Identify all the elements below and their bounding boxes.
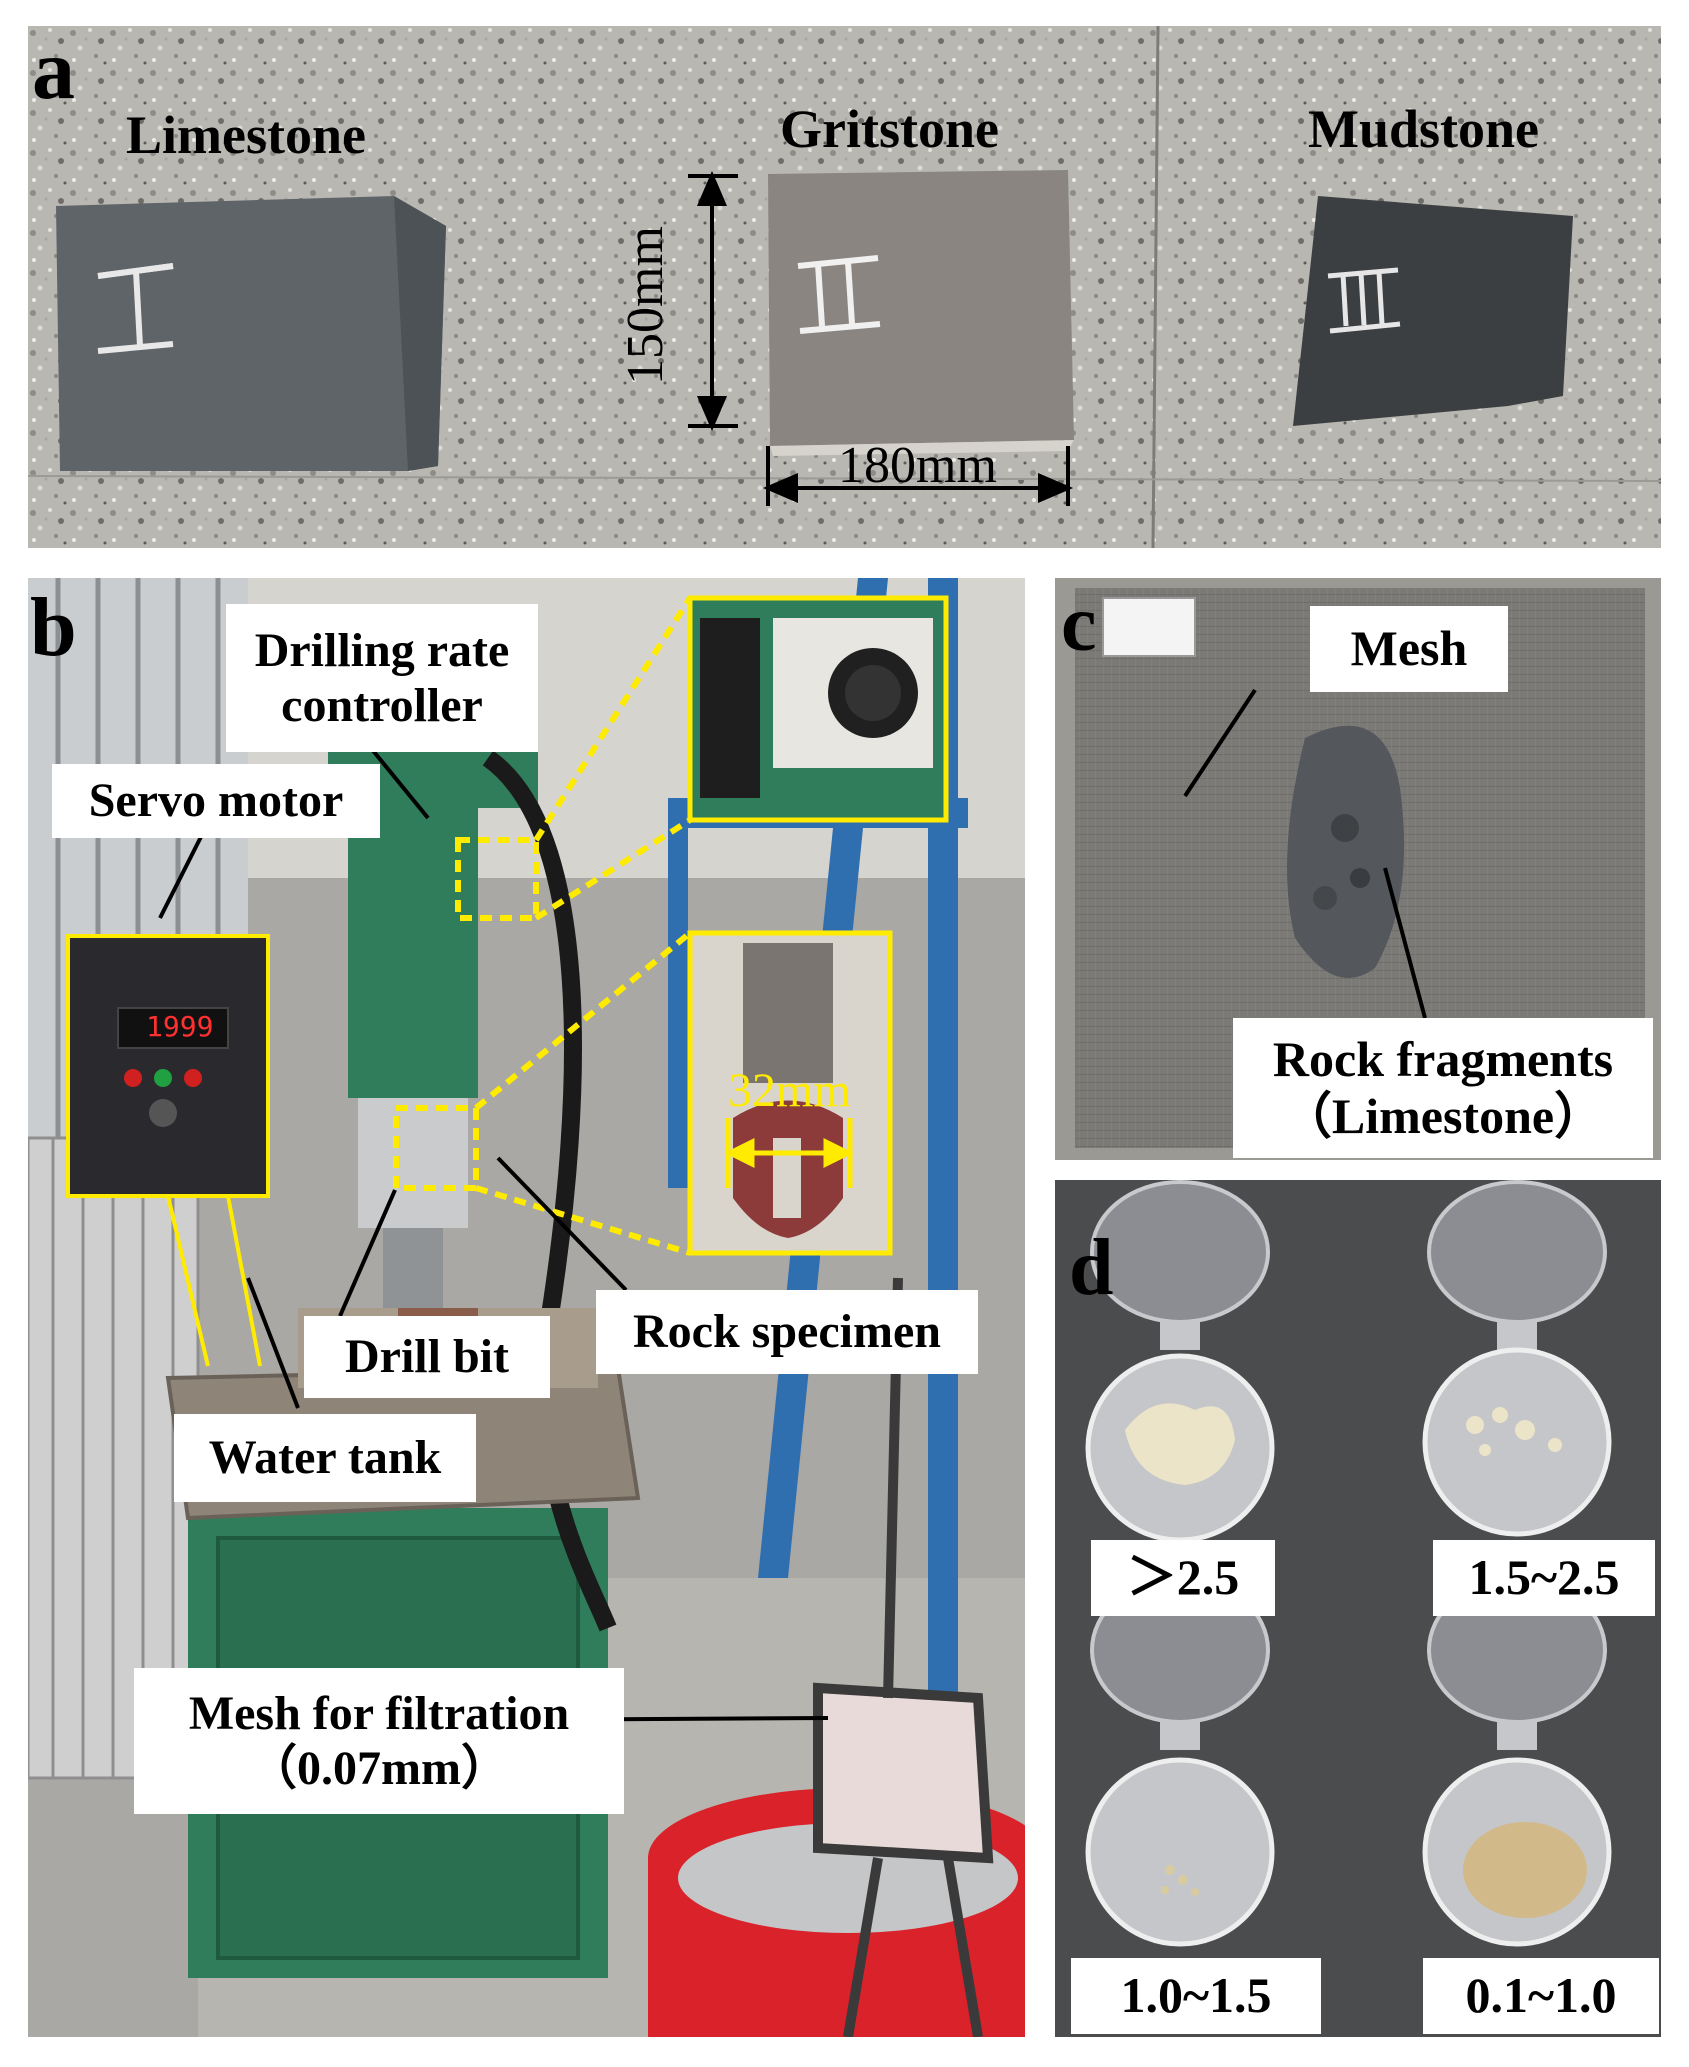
panel-a-label: a: [32, 26, 75, 117]
mudstone-block: [1293, 196, 1573, 426]
width-dimension-label: 180mm: [838, 437, 997, 494]
panel-c-leader-lines: [1183, 688, 1427, 1019]
mesh-label: Mesh: [1310, 606, 1508, 692]
height-dimension-label: 150mm: [616, 226, 674, 385]
servo-motor-label: Servo motor: [52, 764, 380, 838]
drill-bit-inset: [687, 930, 893, 1256]
gritstone-label: Gritstone: [780, 99, 999, 159]
mesh-filtration-line1: Mesh for filtration: [188, 1686, 570, 1740]
limestone-block: [56, 196, 446, 471]
specimen-tag: [1102, 597, 1196, 657]
width-dimension-arrow: [762, 446, 1074, 506]
panel-b-label: b: [30, 581, 77, 674]
mesh-filtration-line2: （0.07mm）: [249, 1742, 509, 1795]
limestone-label: Limestone: [126, 105, 366, 165]
rock-specimen-label: Rock specimen: [596, 1290, 978, 1374]
rock-fragments-label: Rock fragments （Limestone）: [1233, 1018, 1653, 1158]
mesh-for-filtration-label: Mesh for filtration （0.07mm）: [134, 1668, 624, 1814]
panel-c: c Mesh Rock fragments （Limestone）: [1055, 578, 1661, 1160]
size-label-gt-2-5: ＞2.5: [1091, 1540, 1275, 1616]
water-tank-label: Water tank: [174, 1414, 476, 1502]
rock-fragments-line2: （Limestone）: [1281, 1088, 1605, 1144]
zoom-callouts: [393, 596, 693, 1256]
control-box-inset: [66, 934, 270, 1198]
panel-d: d ＞2.5 1.5~2.5 1.0~1.5 0.1~1.0: [1055, 1180, 1661, 2037]
mesh-filter-frame: [813, 1682, 994, 2037]
panel-a: a Limestone Gritstone Mudstone 150mm 180…: [28, 26, 1661, 548]
gritstone-block: [768, 170, 1074, 456]
display-readout: 1999: [146, 1010, 214, 1043]
size-label-1-5-2-5: 1.5~2.5: [1433, 1540, 1655, 1616]
panel-d-label: d: [1069, 1224, 1114, 1312]
panel-c-label: c: [1061, 580, 1097, 668]
height-dimension-arrow: [688, 170, 738, 432]
drilling-rate-controller-label: Drilling rate controller: [226, 604, 538, 752]
controller-inset: [687, 595, 949, 823]
drill-bit-label: Drill bit: [304, 1316, 550, 1398]
sample-container-2: [1422, 1180, 1612, 1537]
panel-b: b Drilling rate controller Servo motor D…: [28, 578, 1025, 2037]
bit-diameter-arrow: [724, 1118, 854, 1188]
drilling-rate-line2: controller: [281, 679, 483, 732]
rock-fragments-pile: [1287, 725, 1405, 978]
drilling-rate-line1: Drilling rate: [254, 623, 510, 677]
rock-fragments-line1: Rock fragments: [1272, 1030, 1614, 1087]
size-label-0-1-1-0: 0.1~1.0: [1423, 1958, 1659, 2034]
bit-diameter-label: 32mm: [728, 1064, 851, 1117]
sample-container-1: [1085, 1180, 1275, 1543]
panel-a-photo: [28, 26, 1661, 548]
mudstone-label: Mudstone: [1308, 99, 1540, 159]
size-label-1-0-1-5: 1.0~1.5: [1071, 1958, 1321, 2034]
